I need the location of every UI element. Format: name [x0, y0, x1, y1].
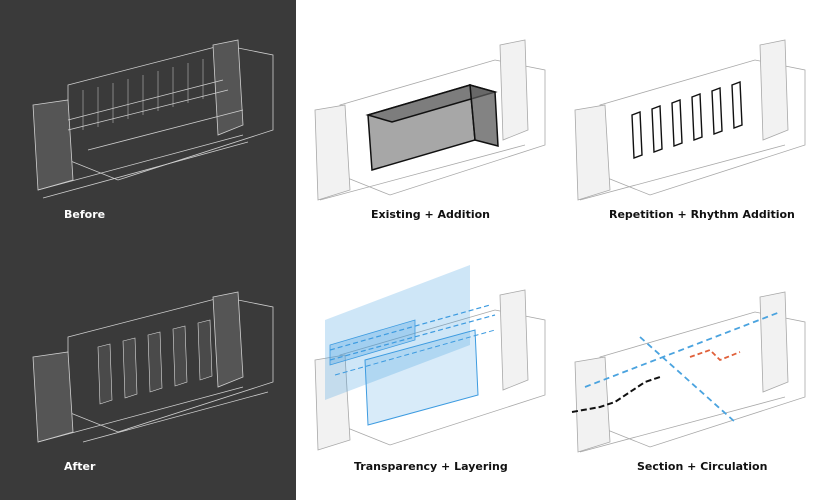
- panel-repetition: [570, 30, 820, 205]
- panel-caption: Section + Circulation: [637, 460, 768, 473]
- rhythm-frames: [631, 81, 743, 159]
- transparent-layers: [325, 265, 496, 426]
- panel-before: [28, 30, 278, 205]
- panel-after: [28, 282, 278, 457]
- panel-caption: Repetition + Rhythm Addition: [609, 208, 795, 221]
- repetition-drawing: [574, 39, 806, 201]
- panel-caption: After: [64, 460, 96, 473]
- after-frames: [97, 319, 213, 405]
- panel-caption: Existing + Addition: [371, 208, 490, 221]
- circulation-paths: [571, 311, 781, 423]
- panel-transparency: [310, 260, 560, 455]
- panel-caption: Before: [64, 208, 106, 221]
- section-drawing: [571, 291, 806, 453]
- transparency-drawing: [314, 265, 546, 451]
- panel-caption: Transparency + Layering: [354, 460, 508, 473]
- existing-drawing: [314, 39, 546, 201]
- before-drawing: [32, 39, 274, 199]
- after-drawing: [32, 291, 274, 443]
- addition-volume: [365, 83, 499, 171]
- panel-section: [570, 282, 820, 457]
- panel-existing: [310, 30, 560, 205]
